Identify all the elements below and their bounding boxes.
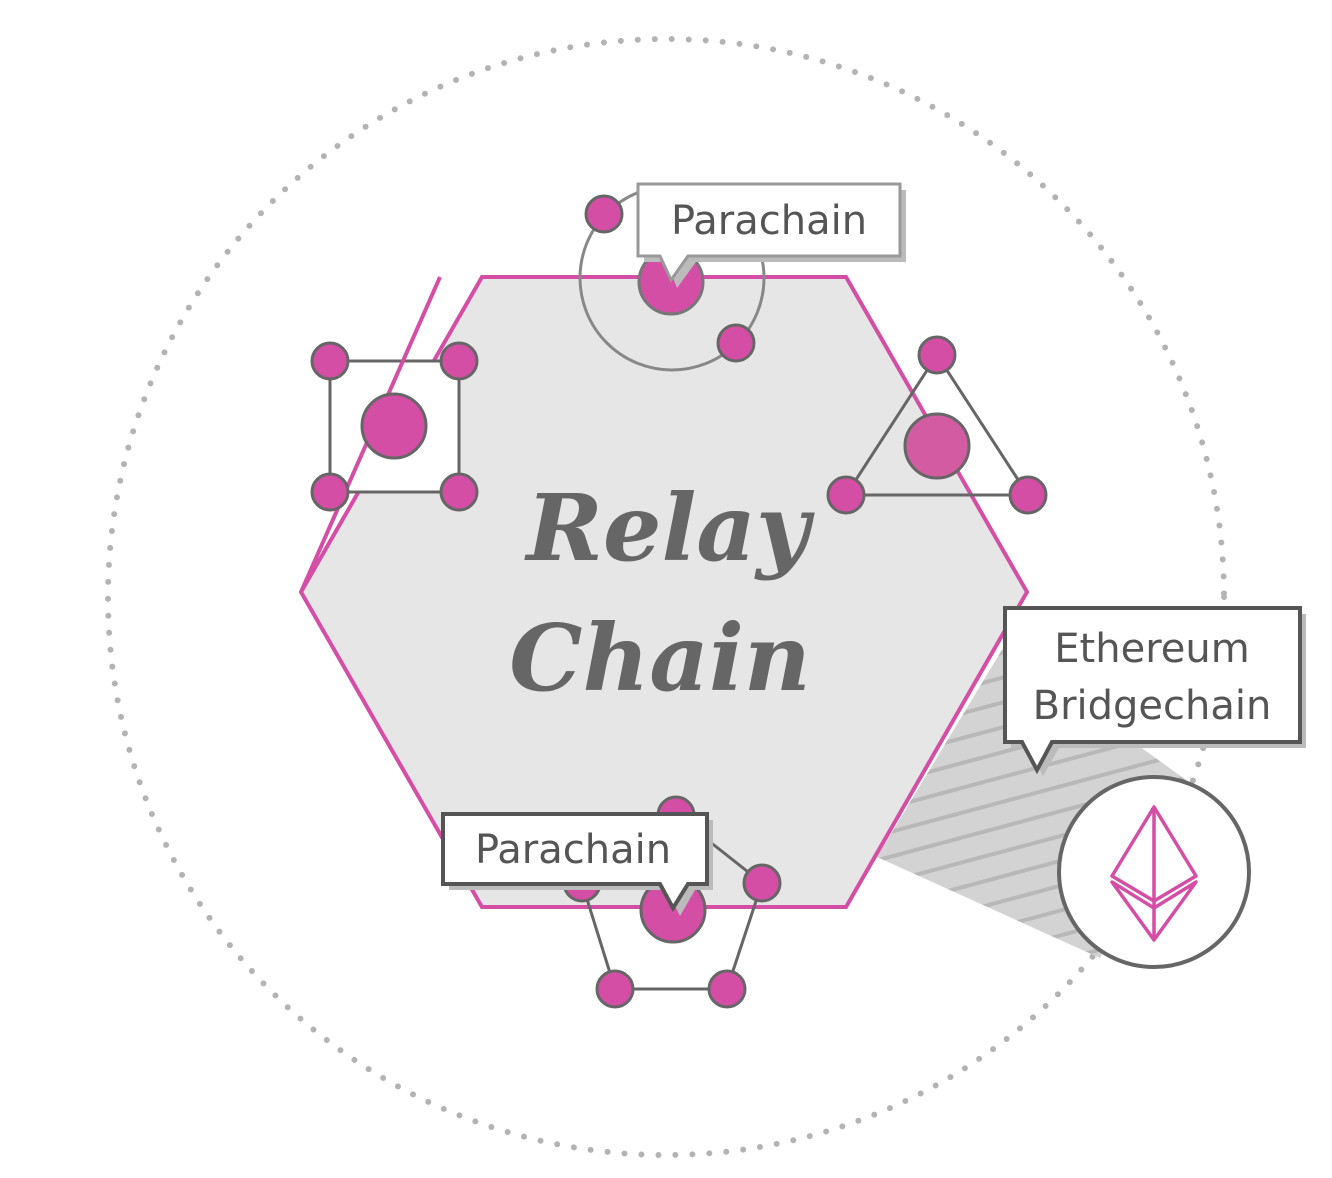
bridgechain-label: Ethereum Bridgechain [1003,606,1306,776]
collator-node [826,475,866,515]
collator-node [595,969,635,1009]
collator-node [716,323,756,363]
bridgechain-label-line1: Ethereum [1054,626,1249,672]
parachain-label-top-text: Parachain [671,198,867,244]
parachain-label-top: Parachain [636,182,906,288]
collator-node [310,472,350,512]
collator-node [584,194,624,234]
relay-chain-title-line1: Relay [523,474,815,582]
relay-chain-title-line2: Chain [509,604,811,712]
parachain-label-bottom: Parachain [441,812,713,916]
parachain-core-node [903,412,971,480]
triangle-frame [843,352,1031,497]
collator-node [439,472,479,512]
collator-node [917,335,957,375]
collator-node [439,341,479,381]
ethereum-bridgechain[interactable] [1057,775,1251,969]
parachain-square[interactable] [299,276,479,593]
parachain-label-bottom-text: Parachain [475,827,671,873]
collator-node [707,969,747,1009]
parachain-triangle[interactable] [826,335,1048,515]
collator-node [310,341,350,381]
collator-node [742,863,782,903]
ecosystem-boundary [105,36,1227,1158]
ethereum-icon [1110,805,1198,942]
parachain-core-node [360,392,428,460]
collator-node [1008,475,1048,515]
bridgechain-label-line2: Bridgechain [1033,683,1272,729]
